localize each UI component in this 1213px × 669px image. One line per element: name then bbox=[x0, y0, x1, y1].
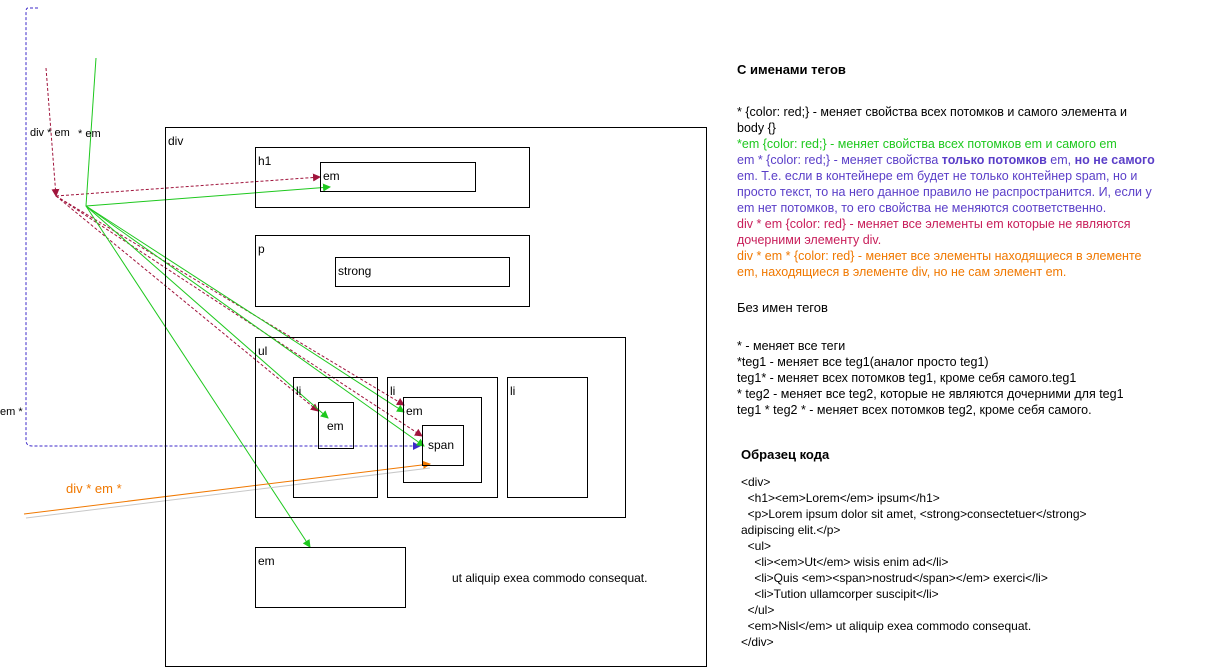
rule-star: * {color: red;} - меняет свойства всех п… bbox=[737, 105, 1128, 119]
em-star-label: em * bbox=[0, 406, 23, 418]
li3-box: li bbox=[507, 377, 588, 498]
code-line: <li><em>Ut</em> wisis enim ad</li> bbox=[741, 555, 949, 569]
li2-box: li bbox=[387, 377, 498, 498]
span-box: span bbox=[422, 425, 464, 466]
rule-em-star-line3: просто текст, то на него данное правило … bbox=[737, 185, 1152, 199]
code-line: </ul> bbox=[741, 603, 775, 617]
code-line: <h1><em>Lorem</em> ipsum</h1> bbox=[741, 491, 940, 505]
bottom-text: ut aliquip exea commodo consequat. bbox=[452, 571, 648, 585]
rule-em-star: em * {color: red;} - меняет свойства тол… bbox=[737, 152, 1155, 168]
notag-rule-5: teg1 * teg2 * - меняет всех потомков teg… bbox=[737, 403, 1092, 417]
star-em-stem bbox=[85, 57, 97, 207]
li2-em-box: em bbox=[403, 397, 482, 483]
div-em-to-span bbox=[55, 195, 423, 437]
rule-div-em-star-line1: div * em * {color: red} - меняет все эле… bbox=[737, 249, 1142, 263]
code-line: <div> bbox=[741, 475, 771, 489]
bottom-em-box: em bbox=[255, 547, 406, 608]
li1-box: li bbox=[293, 377, 378, 498]
em-star-connector bbox=[25, 7, 421, 450]
rule-em-star-d: но не самого bbox=[1074, 153, 1155, 167]
rule-em-star-line4: em нет потомков, то его свойства не меня… bbox=[737, 201, 1107, 215]
div-em-to-h1-em bbox=[55, 173, 321, 197]
div-em-star-connector bbox=[23, 460, 431, 515]
div-em-to-li-em bbox=[55, 195, 319, 412]
ul-box: ul bbox=[255, 337, 626, 518]
rule-em-star-a: em * {color: red;} - меняет свойства bbox=[737, 153, 942, 167]
li3-label: li bbox=[510, 384, 516, 398]
li1-em-label: em bbox=[327, 419, 344, 433]
notag-rule-3: teg1* - меняет всех потомков teg1, кроме… bbox=[737, 371, 1077, 385]
code-line: </div> bbox=[741, 635, 774, 649]
div-box: div bbox=[165, 127, 707, 667]
star-em-to-li1-em bbox=[85, 205, 329, 419]
rule-star-cont: body {} bbox=[737, 121, 776, 135]
div-em-star-connector-shadow bbox=[25, 467, 431, 519]
div-em-connector-stem bbox=[45, 67, 60, 197]
strong-label: strong bbox=[338, 264, 372, 278]
strong-box: strong bbox=[335, 257, 510, 287]
h1-box: h1 bbox=[255, 147, 530, 208]
rule-em-star-c: em, bbox=[1046, 153, 1075, 167]
rule-em-star-b: только потомков bbox=[941, 153, 1047, 167]
div-em-label: div * em bbox=[30, 127, 70, 139]
rule-div-em-line2: дочерними элементу div. bbox=[737, 233, 882, 247]
star-em-to-h1-em bbox=[85, 183, 331, 207]
code-line: <li>Tution ullamcorper suscipit</li> bbox=[741, 587, 939, 601]
h1-em-box: em bbox=[320, 162, 476, 192]
sample-code-heading: Образец кода bbox=[741, 447, 830, 462]
notag-rule-4: * teg2 - меняет все teg2, которые не явл… bbox=[737, 387, 1124, 401]
div-em-star-label: div * em * bbox=[66, 481, 122, 496]
p-box: p bbox=[255, 235, 530, 307]
li2-em-label: em bbox=[406, 404, 423, 418]
li1-em-box: em bbox=[318, 402, 354, 449]
li2-label: li bbox=[390, 384, 396, 398]
code-line: <em>Nisl</em> ut aliquip exea commodo co… bbox=[741, 619, 1032, 633]
rule-star-em: *em {color: red;} - меняет свойства всех… bbox=[737, 137, 1117, 151]
with-tags-heading: С именами тегов bbox=[737, 62, 846, 77]
bottom-em-label: em bbox=[258, 554, 275, 568]
notag-rule-2: *teg1 - меняет все teg1(аналог просто te… bbox=[737, 355, 989, 369]
h1-label: h1 bbox=[258, 154, 272, 168]
rule-em-star-line2: em. Т.е. если в контейнере em будет не т… bbox=[737, 169, 1138, 183]
star-em-label: * em bbox=[78, 128, 101, 140]
code-line: <ul> bbox=[741, 539, 772, 553]
code-line: <p>Lorem ipsum dolor sit amet, <strong>c… bbox=[741, 507, 1087, 521]
code-line: <li>Quis <em><span>nostrud</span></em> e… bbox=[741, 571, 1048, 585]
li1-label: li bbox=[296, 384, 302, 398]
div-label: div bbox=[168, 134, 184, 148]
p-label: p bbox=[258, 242, 265, 256]
star-em-to-bottom-em bbox=[85, 205, 311, 548]
rule-div-em-line1: div * em {color: red} - меняет все элеме… bbox=[737, 217, 1131, 231]
notag-rule-1: * - меняет все теги bbox=[737, 339, 846, 353]
star-em-to-span bbox=[85, 205, 425, 447]
h1-em-label: em bbox=[323, 169, 340, 183]
without-tags-heading: Без имен тегов bbox=[737, 300, 828, 315]
span-label: span bbox=[428, 438, 455, 452]
rule-div-em-star-line2: em, находящиеся в элементе div, но не са… bbox=[737, 265, 1067, 279]
code-line: adipiscing elit.</p> bbox=[741, 523, 841, 537]
ul-label: ul bbox=[258, 344, 268, 358]
